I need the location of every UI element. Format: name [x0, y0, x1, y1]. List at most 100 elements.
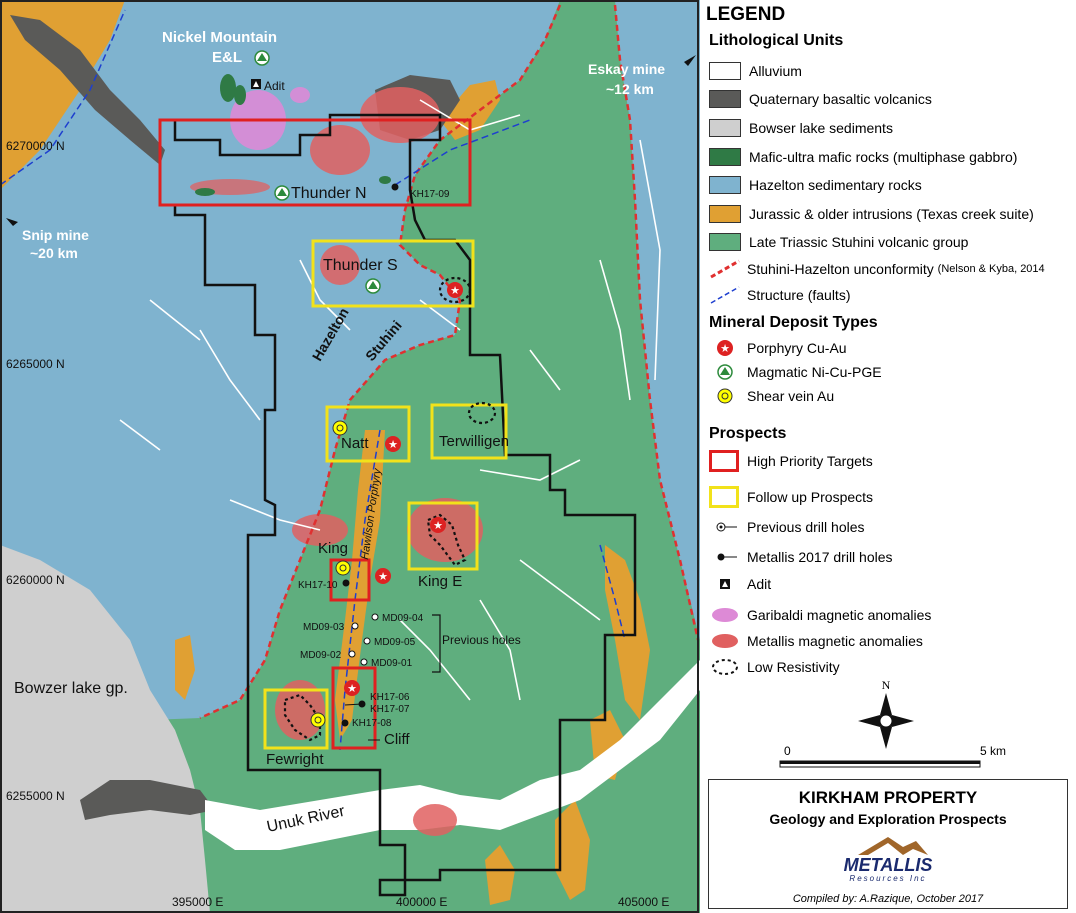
legend-item-garibaldi: Garibaldi magnetic anomalies	[709, 604, 931, 626]
fault	[0, 9, 126, 186]
legend-title: LEGEND	[706, 4, 786, 25]
swatch	[709, 233, 741, 251]
logo-main: METALLIS	[844, 855, 933, 875]
legend-panel: LEGEND Lithological Units Alluvium Quate…	[700, 0, 1076, 913]
mafic-outcrop	[195, 188, 215, 196]
intrusion-w	[175, 635, 195, 700]
red-box-icon	[709, 450, 739, 472]
drill-hole-markers	[341, 183, 399, 727]
legend-item-hazelton: Hazelton sedimentary rocks	[709, 174, 922, 196]
label-el: E&L	[212, 49, 242, 66]
adit-icon	[709, 574, 741, 594]
arrow-eskay-icon	[684, 55, 696, 66]
svg-text:★: ★	[347, 683, 357, 695]
label-kh1707: KH17-07	[370, 704, 410, 715]
shear-vein-icon	[310, 420, 351, 728]
high-priority-thunder-n[interactable]	[158, 118, 472, 207]
northing-label: 6270000 N	[6, 139, 65, 153]
legend-item-adit: Adit	[709, 573, 771, 595]
scale-five: 5 km	[980, 744, 1006, 758]
metallis-anomaly	[413, 804, 457, 836]
label-thunder-n: Thunder N	[291, 185, 367, 202]
label-kh1710: KH17-10	[298, 580, 338, 591]
label-fewright: Fewright	[266, 751, 324, 768]
svg-text:★: ★	[433, 520, 443, 532]
follow-up-fewright[interactable]	[263, 688, 329, 750]
intrusion-se1	[555, 800, 590, 900]
label-previous-holes: Previous holes	[442, 633, 521, 647]
litho-title: Lithological Units	[709, 32, 844, 49]
metallis-anomaly	[320, 245, 360, 285]
previous-drill-icon	[709, 517, 741, 537]
label-kh1706: KH17-06	[370, 692, 410, 703]
deposit-title: Mineral Deposit Types	[709, 314, 878, 331]
swatch	[709, 62, 741, 80]
svg-text:★: ★	[378, 571, 388, 583]
label-king: King	[318, 540, 348, 557]
label-md0902: MD09-02	[300, 650, 342, 661]
intrusion-east	[605, 545, 650, 720]
svg-text:★: ★	[388, 439, 398, 451]
arrow-snip-icon	[6, 218, 18, 226]
mafic-outcrop	[379, 176, 391, 184]
label-snip2: ~20 km	[30, 245, 78, 261]
porphyry-star-icon: ★	[709, 338, 741, 358]
label-terwilligen: Terwilligen	[439, 433, 509, 450]
high-priority-king[interactable]	[329, 558, 371, 602]
label-md0905: MD09-05	[374, 637, 416, 648]
property-boundary	[158, 113, 637, 897]
easting-label: 400000 E	[396, 895, 447, 909]
garibaldi-anomaly-icon	[709, 605, 741, 625]
legend-item-resistivity: Low Resistivity	[709, 656, 840, 678]
swatch	[709, 148, 741, 166]
legend-item-stuhini: Late Triassic Stuhini volcanic group	[709, 231, 968, 253]
label-bowzer: Bowzer lake gp.	[14, 680, 128, 697]
metallis-anomaly	[407, 498, 483, 562]
metallis-anomaly	[310, 125, 370, 175]
basalt-sw	[80, 780, 215, 820]
mafic-outcrop	[220, 74, 236, 102]
north-arrow-scale: N 0 5 km	[779, 678, 1006, 768]
yellow-box-icon	[709, 486, 739, 508]
logo-sub: Resources Inc	[849, 874, 926, 883]
magmatic-triangle-icon	[709, 362, 741, 382]
label-king-e: King E	[418, 573, 462, 590]
map-frame	[0, 0, 699, 913]
magmatic-deposit-icon	[254, 50, 381, 294]
legend-item-magmatic: Magmatic Ni-Cu-PGE	[709, 361, 882, 383]
follow-up-terwilligen[interactable]	[430, 403, 508, 460]
low-resistivity-icon	[709, 657, 741, 677]
metallis-anomaly-icon	[709, 631, 741, 651]
northing-label: 6265000 N	[6, 357, 65, 371]
map-subtitle: Geology and Exploration Prospects	[769, 811, 1007, 827]
label-md0901: MD09-01	[371, 658, 413, 669]
label-kh1709: KH17-09	[410, 189, 450, 200]
label-snip1: Snip mine	[22, 227, 89, 243]
previous-drill-holes	[348, 613, 379, 666]
label-md0903: MD09-03	[303, 622, 345, 633]
bowser-lake-area	[0, 545, 210, 913]
legend-item-porphyry: ★ Porphyry Cu-Au	[709, 337, 847, 359]
fault	[394, 119, 531, 186]
credit: Compiled by: A.Razique, October 2017	[792, 893, 984, 905]
follow-up-natt[interactable]	[325, 405, 411, 463]
label-adit: Adit	[264, 79, 285, 93]
swatch	[709, 119, 741, 137]
label-eskay2: ~12 km	[606, 81, 654, 97]
geology-map: ★ ★ ★ ★ ★ 6270000 N 6265000 N 6260000 N …	[0, 0, 700, 913]
legend-item-follow-up: Follow up Prospects	[709, 486, 873, 508]
map-title: KIRKHAM PROPERTY	[798, 788, 978, 807]
high-priority-cliff[interactable]	[331, 666, 377, 750]
shear-vein-icon	[709, 386, 741, 406]
follow-up-king-e[interactable]	[407, 501, 479, 571]
north-arrow-icon	[858, 693, 914, 749]
svg-text:★: ★	[720, 342, 730, 355]
legend-item-intrusion: Jurassic & older intrusions (Texas creek…	[709, 203, 1034, 225]
label-nickel-mountain: Nickel Mountain	[162, 29, 277, 46]
legend-item-fault: Structure (faults)	[709, 284, 850, 306]
legend-item-alluvium: Alluvium	[709, 60, 802, 82]
fault	[599, 544, 626, 641]
follow-up-thunder-s[interactable]	[311, 239, 475, 308]
swatch	[709, 205, 741, 223]
easting-label: 405000 E	[618, 895, 669, 909]
